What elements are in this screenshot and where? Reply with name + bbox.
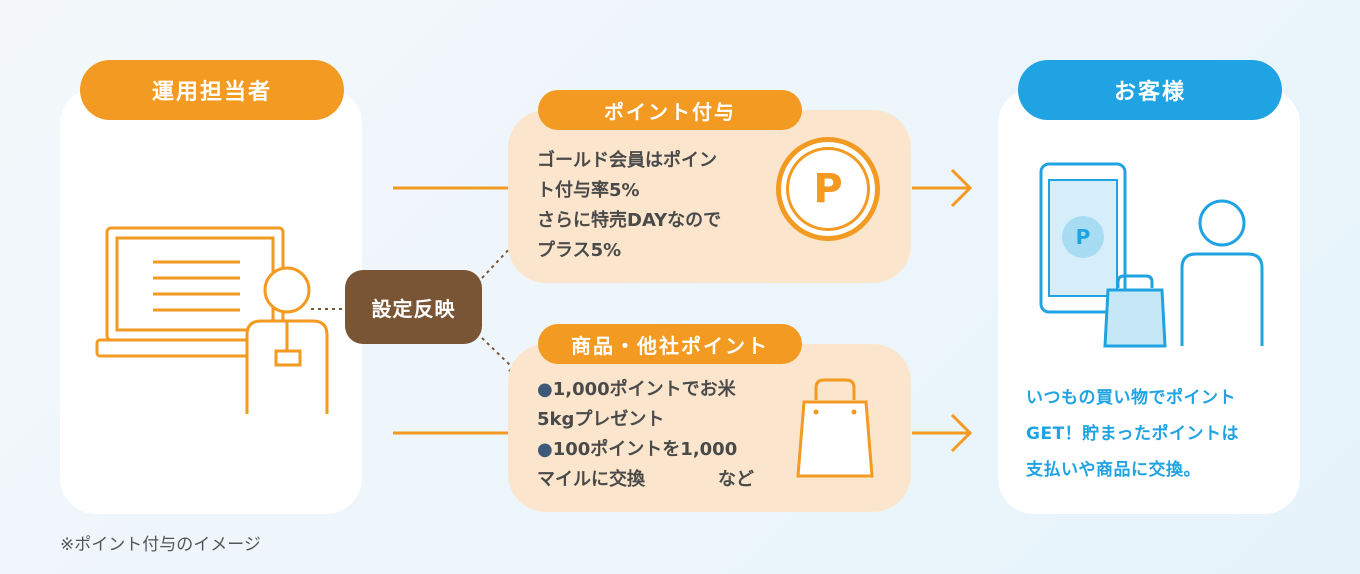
phone-point-icon: P <box>1075 225 1091 249</box>
coin-letter: P <box>786 147 870 231</box>
point-grant-line: さらに特売DAYなので <box>537 210 722 231</box>
reflect-settings-badge: 設定反映 <box>345 270 482 344</box>
customer-line: 支払いや商品に交換。 <box>1026 460 1201 480</box>
point-grant-label: ポイント付与 <box>538 90 802 130</box>
exchange-line: ●1,000ポイントでお米 <box>537 379 736 400</box>
point-coin-icon: P <box>776 137 880 241</box>
customer-body <box>1180 252 1264 346</box>
customer-label: お客様 <box>1018 60 1282 120</box>
exchange-line: マイルに交換 <box>537 469 645 490</box>
exchange-line: ●100ポイントを1,000 <box>537 439 738 460</box>
operator-panel <box>60 88 362 514</box>
shopping-bag-icon <box>796 378 874 478</box>
customer-text: いつもの買い物でポイント GET！貯まったポイントは 支払いや商品に交換。 <box>1026 380 1288 488</box>
customer-head <box>1198 199 1246 247</box>
operator-label: 運用担当者 <box>80 60 344 120</box>
operator-head <box>263 266 311 314</box>
customer-line: いつもの買い物でポイント <box>1026 388 1236 408</box>
exchange-line: 5kgプレゼント <box>537 409 665 430</box>
bullet-icon: ● <box>537 379 553 400</box>
exchange-etc: など <box>718 469 754 490</box>
exchange-label: 商品・他社ポイント <box>538 324 802 364</box>
point-grant-text: ゴールド会員はポイン ト付与率5% さらに特売DAYなので プラス5% <box>537 146 767 266</box>
point-grant-line: ト付与率5% <box>537 180 640 201</box>
name-badge <box>274 349 302 367</box>
smartphone <box>1039 162 1127 314</box>
footnote: ※ポイント付与のイメージ <box>60 535 261 555</box>
exchange-text: ●1,000ポイントでお米 5kgプレゼント ●100ポイントを1,000 マイ… <box>537 375 777 495</box>
customer-line: GET！貯まったポイントは <box>1026 424 1239 444</box>
bullet-icon: ● <box>537 439 553 460</box>
point-grant-line: プラス5% <box>537 240 622 261</box>
point-grant-line: ゴールド会員はポイン <box>537 150 717 171</box>
